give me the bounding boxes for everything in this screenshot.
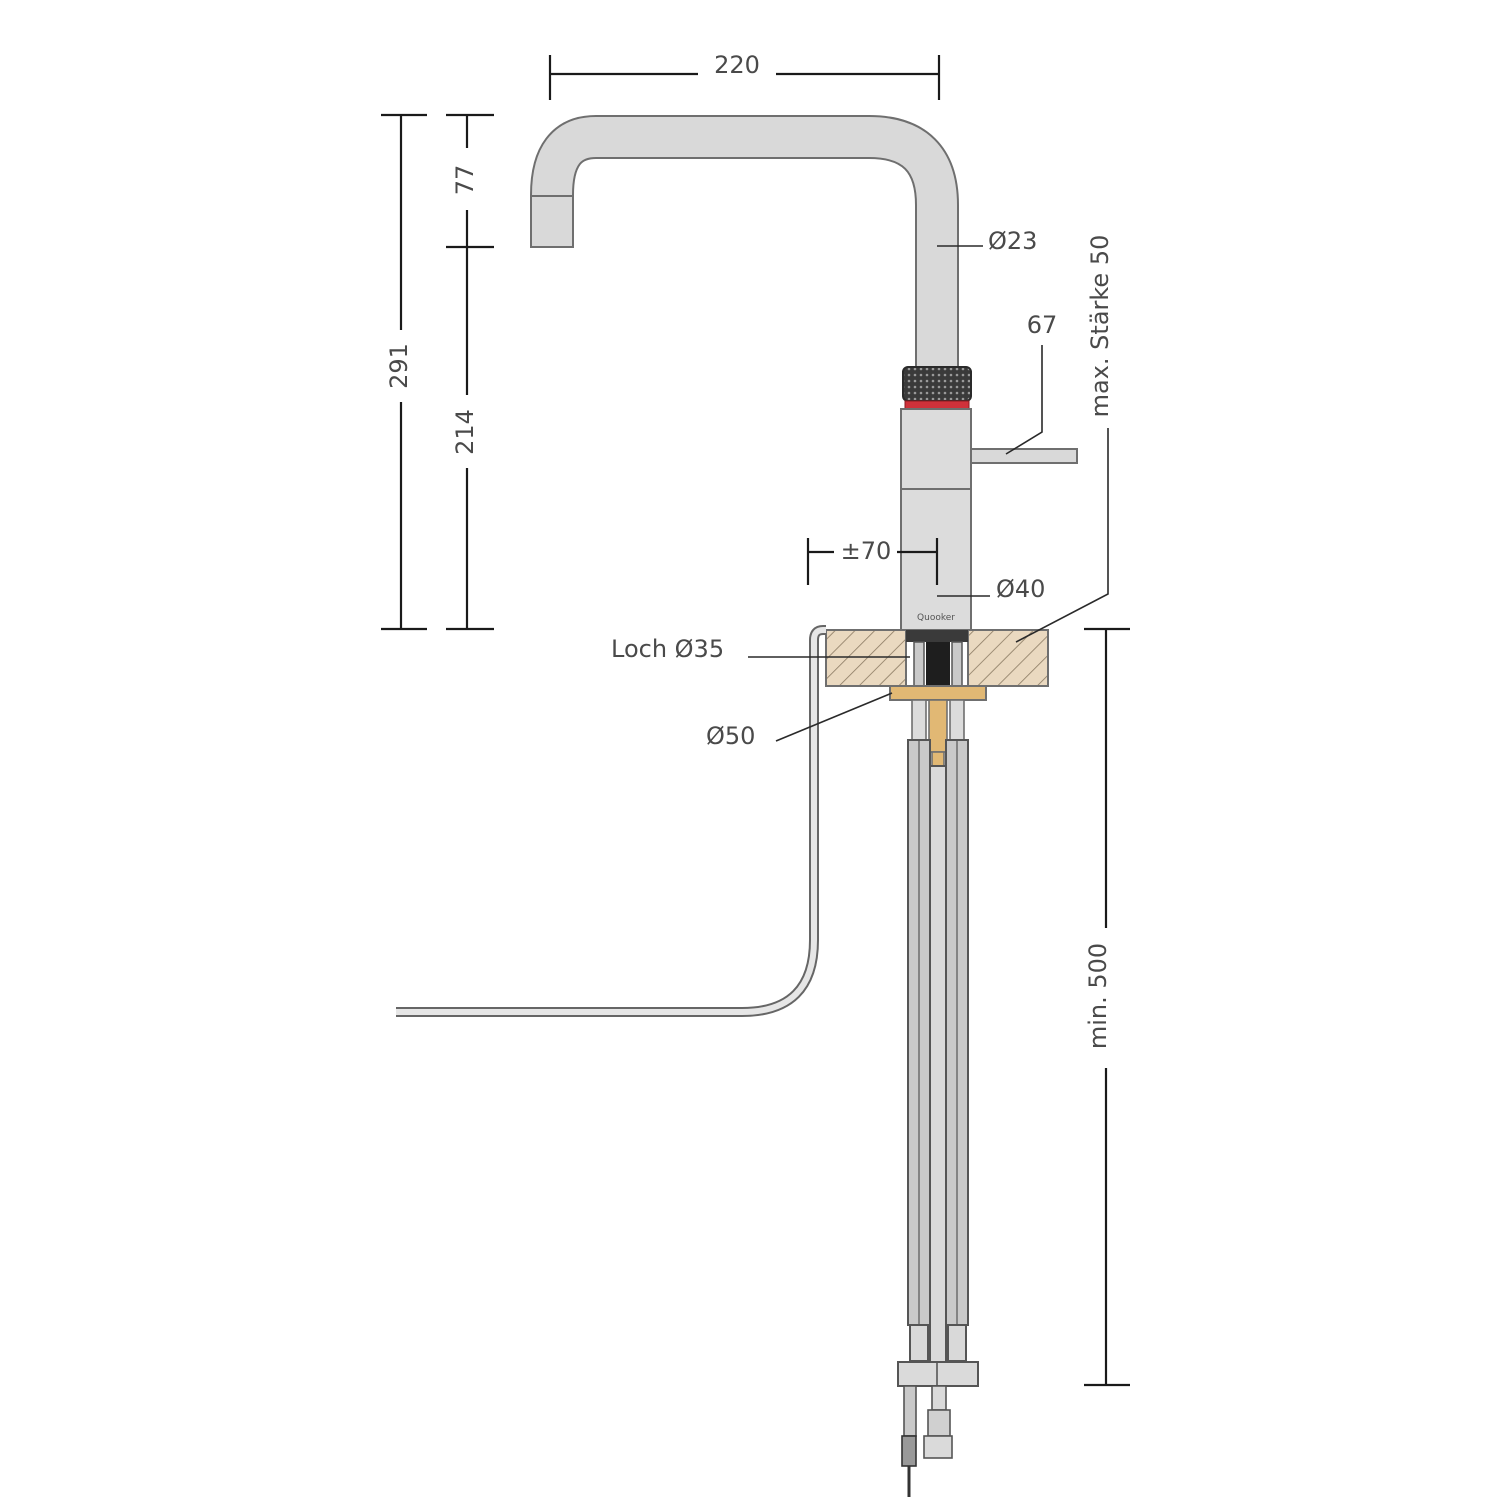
dim-flange-diameter: Ø50 xyxy=(706,692,893,750)
hose-nut-right xyxy=(947,1324,967,1362)
label-214: 214 xyxy=(451,409,479,455)
spout xyxy=(530,115,959,367)
label-67: 67 xyxy=(1027,311,1058,339)
dim-hole: Loch Ø35 xyxy=(611,635,910,663)
label-77: 77 xyxy=(451,165,479,196)
dim-offset-70: ±70 xyxy=(806,537,939,585)
label-d40: Ø40 xyxy=(996,575,1045,603)
mounting-flange xyxy=(889,685,987,767)
dim-body-diameter: Ø40 xyxy=(937,575,1045,603)
supply-hoses xyxy=(897,739,979,1497)
label-291: 291 xyxy=(385,343,413,389)
dim-width-220: 220 xyxy=(548,51,941,100)
tap-body: Quooker xyxy=(900,408,972,631)
label-d23: Ø23 xyxy=(988,227,1037,255)
dim-height-291: 291 xyxy=(381,113,427,631)
red-indicator-ring xyxy=(904,400,970,410)
brand-logo: Quooker xyxy=(917,613,955,623)
label-hole: Loch Ø35 xyxy=(611,635,724,663)
label-70: ±70 xyxy=(841,537,892,565)
label-d50: Ø50 xyxy=(706,722,755,750)
connector-block xyxy=(897,1361,979,1387)
dim-body-214: 214 xyxy=(446,247,494,631)
thin-tube xyxy=(396,625,826,1017)
hose-nut-left xyxy=(909,1324,929,1362)
dim-spout-diameter: Ø23 xyxy=(937,227,1037,255)
dim-max-thickness: max. Stärke 50 xyxy=(1015,235,1114,643)
label-max-thickness: max. Stärke 50 xyxy=(1086,235,1114,418)
lever-handle xyxy=(970,448,1078,464)
label-220: 220 xyxy=(714,51,760,79)
label-min-500: min. 500 xyxy=(1084,943,1112,1049)
dim-min-500: min. 500 xyxy=(1084,627,1130,1387)
countertop xyxy=(825,629,1049,687)
spout-outlet xyxy=(530,195,574,248)
dim-spout-77: 77 xyxy=(446,113,494,249)
knurled-ring xyxy=(902,366,972,410)
dim-lever-67: 67 xyxy=(1005,311,1058,455)
